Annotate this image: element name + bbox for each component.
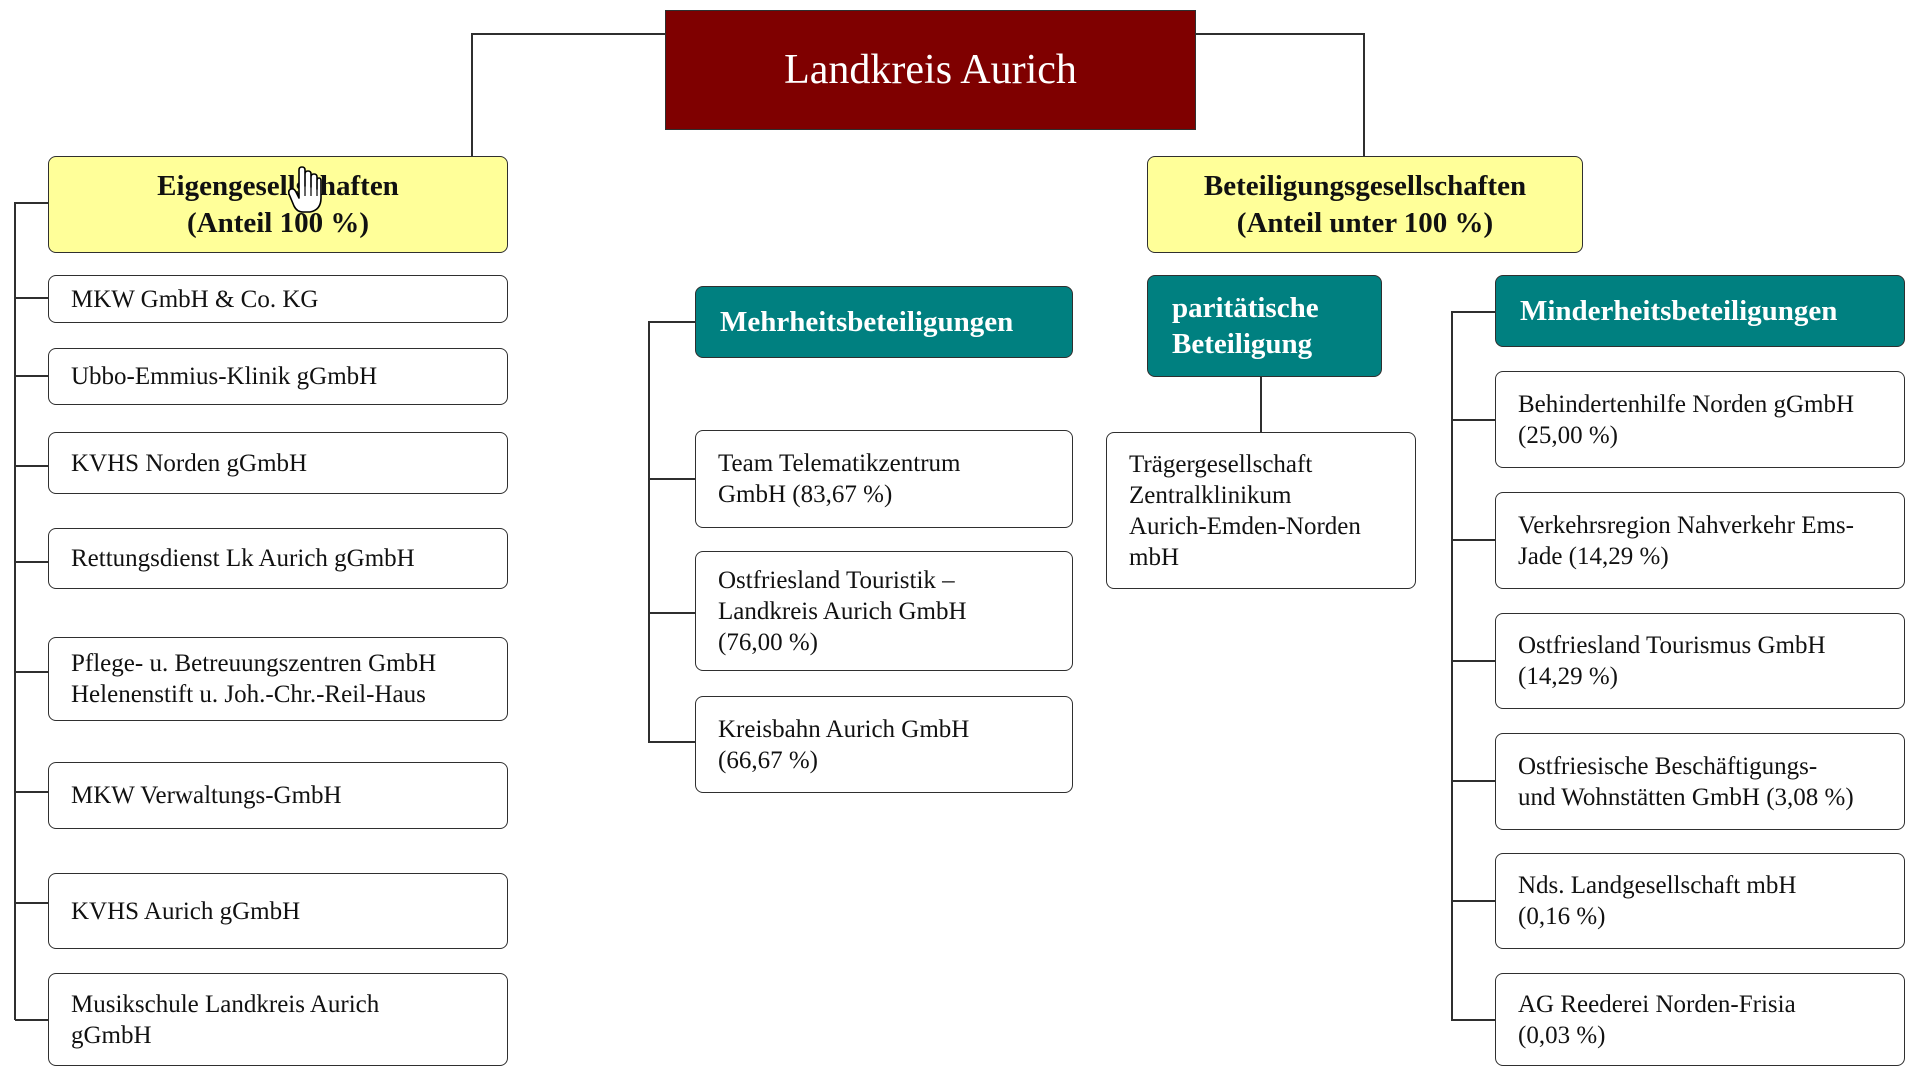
item-label: MKW Verwaltungs-GmbH bbox=[71, 782, 342, 809]
item-label-line-2: (14,29 %) bbox=[1518, 663, 1618, 690]
eigen-item-ubbo-emmius-klinik[interactable]: Ubbo-Emmius-Klinik gGmbH bbox=[48, 348, 508, 405]
paritaet-item-traegergesellschaft[interactable]: Trägergesellschaft Zentralklinikum Auric… bbox=[1106, 432, 1416, 589]
category-label-line-2: Beteiligung bbox=[1172, 328, 1313, 360]
minderheit-item-nds-landgesellschaft[interactable]: Nds. Landgesellschaft mbH (0,16 %) bbox=[1495, 853, 1905, 949]
item-label-line-2: Landkreis Aurich GmbH bbox=[718, 597, 967, 625]
group-node-sublabel: (Anteil 100 %) bbox=[186, 206, 370, 239]
item-label: Trägergesellschaft bbox=[1129, 450, 1313, 478]
item-label: Musikschule Landkreis Aurich bbox=[71, 990, 380, 1018]
group-node-eigengesellschaften[interactable]: Eigengesellschaften (Anteil 100 %) bbox=[48, 156, 508, 253]
item-label-line-2: und Wohnstätten GmbH (3,08 %) bbox=[1518, 783, 1854, 811]
connector-root-eigen bbox=[471, 33, 665, 156]
item-label: Ostfriesische Beschäftigungs- bbox=[1518, 752, 1818, 780]
minderheit-item-ostfriesische-beschaeftigung[interactable]: Ostfriesische Beschäftigungs- und Wohnst… bbox=[1495, 733, 1905, 830]
item-label-line-2: (25,00 %) bbox=[1518, 421, 1618, 449]
item-label-line-2: GmbH (83,67 %) bbox=[718, 481, 893, 508]
item-label-line-2: Zentralklinikum bbox=[1129, 481, 1292, 509]
item-label: Pflege- u. Betreuungszentren GmbH bbox=[71, 650, 437, 677]
eigen-item-rettungsdienst[interactable]: Rettungsdienst Lk Aurich gGmbH bbox=[48, 528, 508, 589]
item-label: Nds. Landgesellschaft mbH bbox=[1518, 872, 1797, 899]
minderheit-item-behindertenhilfe[interactable]: Behindertenhilfe Norden gGmbH (25,00 %) bbox=[1495, 371, 1905, 468]
group-node-label: Beteiligungsgesellschaften bbox=[1203, 169, 1527, 202]
connector-mehrheit-spine bbox=[648, 321, 695, 743]
item-label-line-2: (0,03 %) bbox=[1518, 1021, 1606, 1049]
item-label: Ostfriesland Touristik – bbox=[718, 566, 955, 594]
eigen-item-musikschule[interactable]: Musikschule Landkreis Aurich gGmbH bbox=[48, 973, 508, 1066]
eigen-item-mkw-verwaltung[interactable]: MKW Verwaltungs-GmbH bbox=[48, 762, 508, 829]
minderheit-item-verkehrsregion[interactable]: Verkehrsregion Nahverkehr Ems- Jade (14,… bbox=[1495, 492, 1905, 589]
group-node-label: Eigengesellschaften bbox=[157, 169, 399, 202]
item-label: Ubbo-Emmius-Klinik gGmbH bbox=[71, 363, 378, 390]
item-label: KVHS Aurich gGmbH bbox=[71, 897, 301, 925]
item-label-line-4: mbH bbox=[1129, 543, 1179, 571]
item-label-line-2: (0,16 %) bbox=[1518, 903, 1606, 930]
category-node-minderheitsbeteiligungen[interactable]: Minderheitsbeteiligungen bbox=[1495, 275, 1905, 347]
category-label: paritätische bbox=[1172, 292, 1319, 324]
item-label: Ostfriesland Tourismus GmbH bbox=[1518, 632, 1826, 659]
category-label: Minderheitsbeteiligungen bbox=[1520, 295, 1838, 327]
connector-root-beteiligung bbox=[1196, 33, 1365, 156]
root-node-label: Landkreis Aurich bbox=[784, 47, 1077, 93]
connector-minderheit-spine bbox=[1451, 311, 1495, 1021]
item-label: Team Telematikzentrum bbox=[718, 450, 961, 477]
group-node-beteiligungsgesellschaften[interactable]: Beteiligungsgesellschaften (Anteil unter… bbox=[1147, 156, 1583, 253]
item-label: Behindertenhilfe Norden gGmbH bbox=[1518, 390, 1855, 418]
category-node-mehrheitsbeteiligungen[interactable]: Mehrheitsbeteiligungen bbox=[695, 286, 1073, 358]
connector-eigen-spine bbox=[14, 202, 48, 1020]
item-label: Verkehrsregion Nahverkehr Ems- bbox=[1518, 511, 1854, 539]
eigen-item-mkw[interactable]: MKW GmbH & Co. KG bbox=[48, 275, 508, 323]
eigen-item-kvhs-norden[interactable]: KVHS Norden gGmbH bbox=[48, 432, 508, 494]
item-label-line-2: Jade (14,29 %) bbox=[1518, 542, 1669, 570]
eigen-item-pflege-betreuungszentren[interactable]: Pflege- u. Betreuungszentren GmbH Helene… bbox=[48, 637, 508, 721]
item-label: KVHS Norden gGmbH bbox=[71, 449, 308, 477]
minderheit-item-ostfriesland-tourismus[interactable]: Ostfriesland Tourismus GmbH (14,29 %) bbox=[1495, 613, 1905, 709]
item-label-line-2: (66,67 %) bbox=[718, 746, 818, 774]
hand-pointer-icon bbox=[288, 166, 322, 213]
item-label: MKW GmbH & Co. KG bbox=[71, 285, 319, 313]
item-label: Kreisbahn Aurich GmbH bbox=[718, 715, 970, 743]
mehrheit-item-kreisbahn-aurich[interactable]: Kreisbahn Aurich GmbH (66,67 %) bbox=[695, 696, 1073, 793]
item-label: AG Reederei Norden-Frisia bbox=[1518, 990, 1796, 1018]
mehrheit-item-ostfriesland-touristik[interactable]: Ostfriesland Touristik – Landkreis Auric… bbox=[695, 551, 1073, 671]
item-label-line-3: Aurich-Emden-Norden bbox=[1129, 512, 1361, 540]
item-label-line-2: Helenenstift u. Joh.-Chr.-Reil-Haus bbox=[71, 681, 426, 708]
eigen-item-kvhs-aurich[interactable]: KVHS Aurich gGmbH bbox=[48, 873, 508, 949]
minderheit-item-ag-reederei[interactable]: AG Reederei Norden-Frisia (0,03 %) bbox=[1495, 973, 1905, 1066]
category-label: Mehrheitsbeteiligungen bbox=[720, 306, 1014, 338]
group-node-sublabel: (Anteil unter 100 %) bbox=[1236, 206, 1494, 239]
item-label-line-2: gGmbH bbox=[71, 1021, 152, 1049]
category-node-paritaetische-beteiligung[interactable]: paritätische Beteiligung bbox=[1147, 275, 1382, 377]
item-label: Rettungsdienst Lk Aurich gGmbH bbox=[71, 545, 415, 572]
mehrheit-item-team-telematikzentrum[interactable]: Team Telematikzentrum GmbH (83,67 %) bbox=[695, 430, 1073, 528]
item-label-line-3: (76,00 %) bbox=[718, 628, 818, 656]
root-node-landkreis-aurich[interactable]: Landkreis Aurich bbox=[665, 10, 1196, 130]
